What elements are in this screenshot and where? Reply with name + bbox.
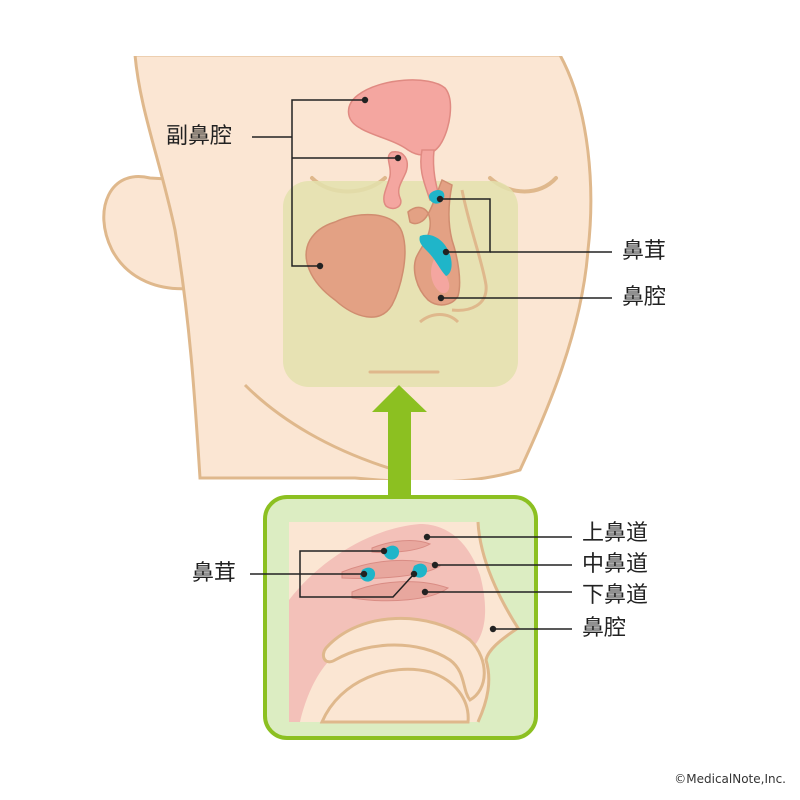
nostril	[419, 313, 460, 324]
inset-panel	[263, 495, 538, 740]
inferior-turbinate	[351, 581, 450, 602]
jaw-line	[243, 383, 396, 472]
palate	[321, 617, 486, 702]
label-inferior-meatus: 下鼻道	[582, 583, 649, 608]
maxillary-sinus	[305, 213, 406, 318]
label-sinus: 副鼻腔	[166, 124, 233, 149]
inset-nose-profile	[476, 521, 521, 723]
label-cavity-bottom: 鼻腔	[582, 616, 627, 641]
top-leader-lines	[252, 99, 612, 299]
inset-polyp-1	[384, 545, 400, 560]
polyp-lower	[419, 234, 452, 276]
copyright-notice: ©MedicalNote,Inc.	[674, 772, 786, 786]
top-leader-dots	[316, 96, 450, 302]
up-arrow-icon	[372, 385, 427, 500]
nose-outline	[451, 189, 488, 312]
label-polyp-top: 鼻茸	[622, 239, 667, 264]
ethmoid-sinus	[383, 151, 408, 210]
bottom-leader-lines	[250, 536, 572, 630]
nasal-mucosa-stripe	[431, 256, 450, 294]
label-cavity-top: 鼻腔	[622, 285, 667, 310]
label-middle-meatus: 中鼻道	[582, 552, 649, 577]
tongue-arc	[319, 667, 470, 724]
bottom-leader-dots	[360, 533, 497, 633]
head-illustration	[102, 40, 600, 490]
label-polyp-bottom: 鼻茸	[192, 561, 237, 586]
label-superior-meatus: 上鼻道	[582, 521, 649, 546]
